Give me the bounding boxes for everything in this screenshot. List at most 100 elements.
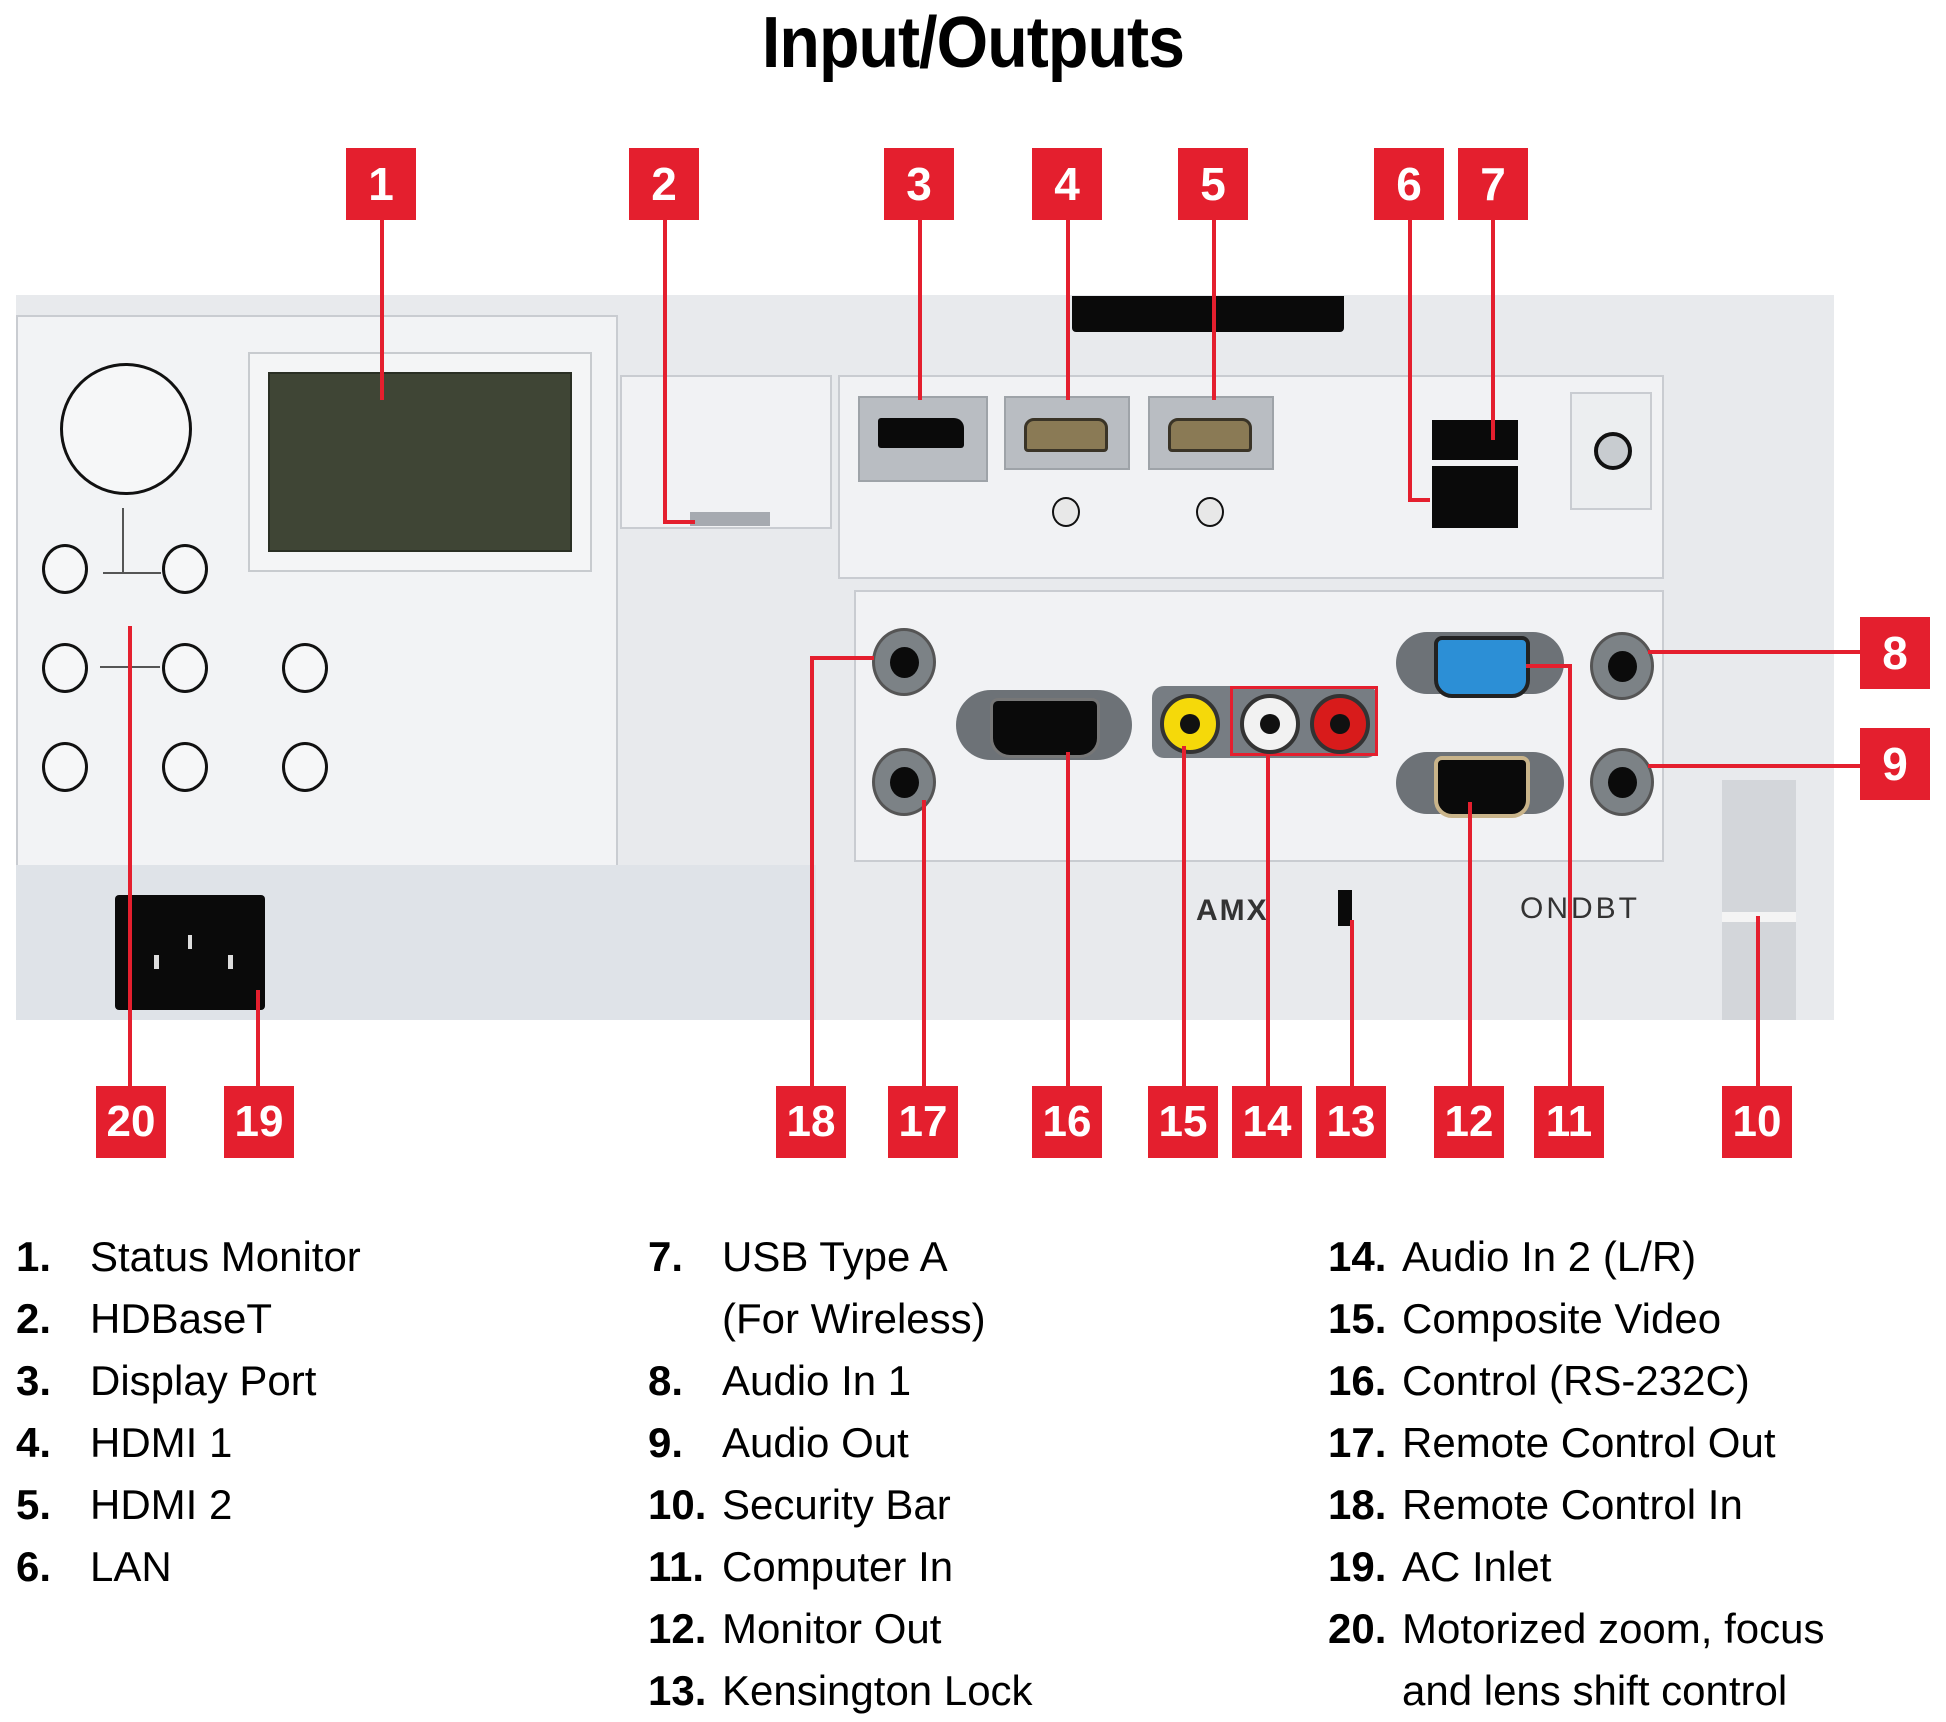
control-button[interactable] (162, 742, 208, 792)
legend-item-number: 20. (1328, 1605, 1387, 1652)
diagram-title: Input/Outputs (761, 3, 1185, 83)
legend-item-number: 12. (648, 1605, 707, 1652)
callout-line-16 (1066, 752, 1070, 1086)
callout-badge-17: 17 (888, 1086, 958, 1158)
legend-item-label: Motorized zoom, focus (1402, 1605, 1825, 1652)
callout-badge-18: 18 (776, 1086, 846, 1158)
dial-button[interactable] (60, 363, 192, 495)
hdbaset-panel (620, 375, 832, 529)
usb-port[interactable] (1432, 420, 1518, 460)
legend-item-label: HDMI 2 (90, 1481, 233, 1528)
callout-line-13 (1350, 920, 1354, 1086)
legend-item-number: 10. (648, 1481, 707, 1528)
callout-line-4 (1066, 218, 1070, 400)
legend-item-label: and lens shift control (1402, 1667, 1788, 1714)
composite-video-jack[interactable] (1160, 694, 1220, 754)
control-button[interactable] (282, 742, 328, 792)
ac-pin (188, 935, 192, 949)
legend-item-number: 9. (648, 1419, 684, 1466)
ac-inlet[interactable] (115, 895, 265, 1010)
callout-badge-20: 20 (96, 1086, 166, 1158)
legend-item-label: Composite Video (1402, 1295, 1722, 1342)
button-connector-line (103, 572, 161, 574)
legend-item-number: 13. (648, 1667, 707, 1714)
displayport-socket (878, 418, 964, 448)
ac-pin (228, 955, 233, 969)
callout-badge-19: 19 (224, 1086, 294, 1158)
legend-item-number: 6. (16, 1543, 52, 1590)
control-button[interactable] (162, 544, 208, 594)
legend-item: 8.Audio In 1 (648, 1350, 1033, 1412)
legend-item: 17.Remote Control Out (1328, 1412, 1825, 1474)
legend-item-number: 15. (1328, 1295, 1387, 1342)
legend-item-number (1328, 1660, 1402, 1722)
audio-in2-left-jack[interactable] (1240, 694, 1300, 754)
legend-item-label: Kensington Lock (722, 1667, 1033, 1714)
legend-item-number (648, 1288, 722, 1350)
control-button[interactable] (282, 643, 328, 693)
legend-item-label: AC Inlet (1402, 1543, 1552, 1590)
ondbt-logo: ONDBT (1520, 892, 1640, 925)
callout-line-11 (1568, 664, 1572, 1086)
rs232-socket (990, 698, 1100, 758)
legend-item-number: 3. (16, 1357, 52, 1404)
legend-item-number: 7. (648, 1233, 684, 1280)
remote-control-out-jack[interactable] (872, 748, 936, 816)
legend-column-3: 14.Audio In 2 (L/R) 15. Composite Video 16.… (1328, 1226, 1825, 1722)
callout-line-2-bend (663, 520, 695, 524)
callout-line-8 (1648, 650, 1860, 654)
callout-badge-16: 16 (1032, 1086, 1102, 1158)
callout-line-1 (380, 218, 384, 400)
callout-badge-8: 8 (1860, 617, 1930, 689)
callout-line-7 (1491, 218, 1495, 440)
legend-item: 2.HDBaseT (16, 1288, 361, 1350)
service-port[interactable] (1594, 432, 1632, 470)
audio-in1-jack[interactable] (1590, 632, 1654, 700)
callout-line-10 (1756, 916, 1760, 1086)
legend-item-number: 1. (16, 1233, 52, 1280)
legend-item: 14.Audio In 2 (L/R) (1328, 1226, 1825, 1288)
legend-item: 12.Monitor Out (648, 1598, 1033, 1660)
legend-item-label: Remote Control In (1402, 1481, 1743, 1528)
lan-port[interactable] (1432, 466, 1518, 528)
callout-line-3 (918, 218, 922, 400)
callout-badge-9: 9 (1860, 728, 1930, 800)
legend-item-label: HDBaseT (90, 1295, 273, 1342)
callout-badge-1: 1 (346, 148, 416, 220)
legend-item: 15. Composite Video (1328, 1288, 1825, 1350)
control-button[interactable] (42, 742, 88, 792)
control-button[interactable] (42, 643, 88, 693)
status-monitor-screen (268, 372, 572, 552)
callout-line-12 (1468, 802, 1472, 1086)
callout-line-9 (1648, 764, 1860, 768)
callout-badge-14: 14 (1232, 1086, 1302, 1158)
callout-line-6-bend (1408, 498, 1430, 502)
legend-item: 13. Kensington Lock (648, 1660, 1033, 1722)
hdbaset-port[interactable] (690, 512, 770, 526)
legend-item: 6.LAN (16, 1536, 361, 1598)
legend-item: and lens shift control (1328, 1660, 1825, 1722)
legend-item-label: Display Port (90, 1357, 317, 1404)
control-button[interactable] (42, 544, 88, 594)
legend-item-label: Remote Control Out (1402, 1419, 1776, 1466)
legend-item: 20. Motorized zoom, focus (1328, 1598, 1825, 1660)
callout-badge-6: 6 (1374, 148, 1444, 220)
remote-control-in-jack[interactable] (872, 628, 936, 696)
audio-in2-right-jack[interactable] (1310, 694, 1370, 754)
legend-item-number: 14. (1328, 1233, 1387, 1280)
kensington-lock-slot[interactable] (1338, 890, 1352, 926)
legend-item-label: Audio Out (722, 1419, 909, 1466)
legend-item-label: (For Wireless) (722, 1295, 986, 1342)
legend-item-number: 19. (1328, 1543, 1387, 1590)
legend-item-label: Status Monitor (90, 1233, 361, 1280)
callout-badge-2: 2 (629, 148, 699, 220)
vent (1072, 296, 1344, 332)
control-button[interactable] (162, 643, 208, 693)
audio-out-jack[interactable] (1590, 748, 1654, 816)
callout-line-11-bend (1526, 664, 1570, 668)
legend-item-number: 5. (16, 1481, 52, 1528)
legend-item-label: HDMI 1 (90, 1419, 233, 1466)
legend-item: 16.Control (RS-232C) (1328, 1350, 1825, 1412)
legend-item: 4.HDMI 1 (16, 1412, 361, 1474)
